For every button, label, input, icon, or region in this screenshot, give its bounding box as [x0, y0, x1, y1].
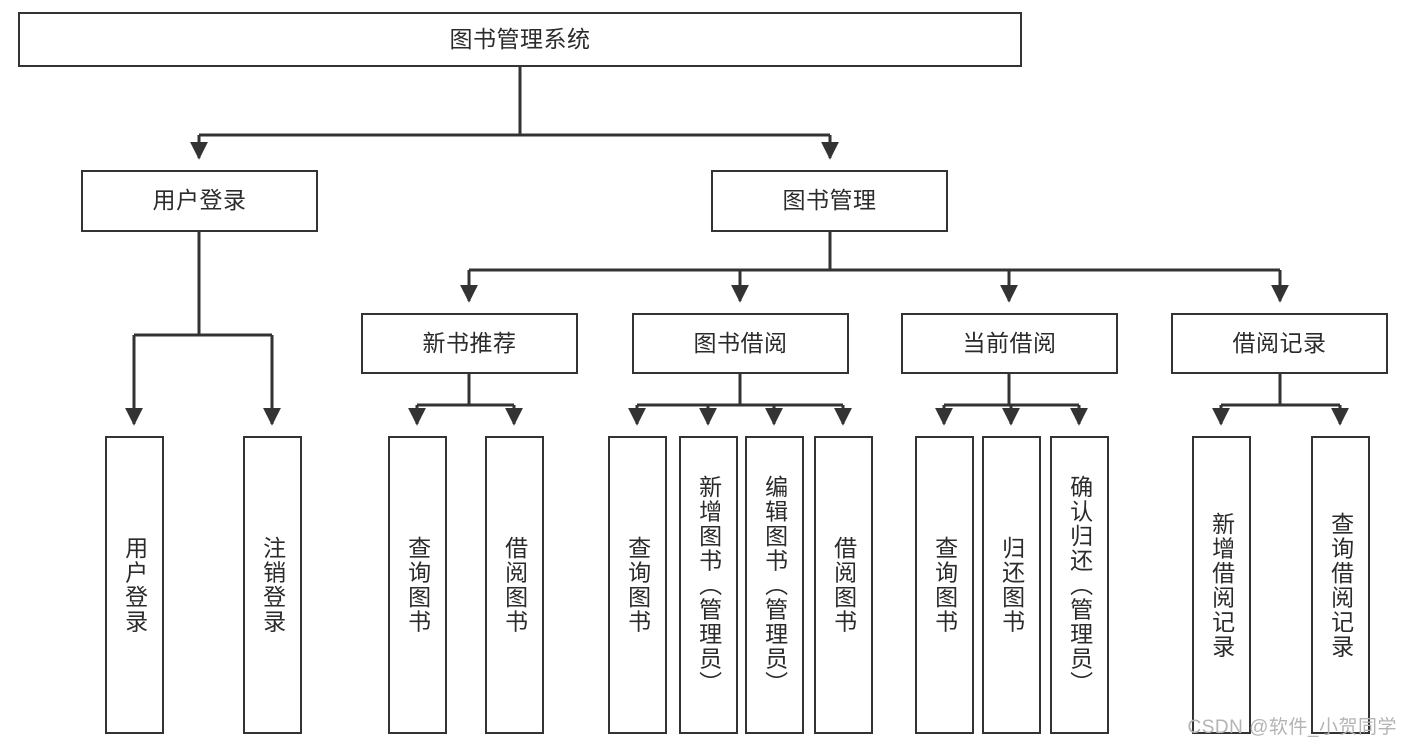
- node-current-borrow-label: 当前借阅: [962, 329, 1057, 356]
- node-leaf-user-login[interactable]: 用户登录: [105, 436, 164, 734]
- node-leaf-confirm-return-label: 确认归还（管理员）: [1066, 474, 1093, 696]
- node-leaf-return-book-label: 归还图书: [998, 536, 1025, 634]
- node-current-borrow[interactable]: 当前借阅: [901, 313, 1118, 374]
- watermark-text: CSDN @软件_小贺同学: [1187, 717, 1397, 738]
- node-new-book-rec-label: 新书推荐: [422, 329, 517, 356]
- node-leaf-borrow-book-2-label: 借阅图书: [830, 536, 857, 634]
- node-leaf-user-login-label: 用户登录: [121, 536, 148, 634]
- node-user-login[interactable]: 用户登录: [81, 170, 318, 232]
- node-leaf-query-record[interactable]: 查询借阅记录: [1311, 436, 1370, 734]
- node-leaf-confirm-return[interactable]: 确认归还（管理员）: [1050, 436, 1109, 734]
- node-leaf-borrow-book-1-label: 借阅图书: [501, 536, 528, 634]
- node-book-borrow-label: 图书借阅: [693, 329, 788, 356]
- node-leaf-add-record-label: 新增借阅记录: [1208, 511, 1235, 659]
- node-leaf-add-book[interactable]: 新增图书（管理员）: [679, 436, 738, 734]
- node-book-manage-label: 图书管理: [782, 187, 877, 214]
- node-new-book-rec[interactable]: 新书推荐: [361, 313, 578, 374]
- node-book-borrow[interactable]: 图书借阅: [632, 313, 849, 374]
- node-leaf-query-book-2[interactable]: 查询图书: [608, 436, 667, 734]
- node-leaf-query-record-label: 查询借阅记录: [1327, 511, 1354, 659]
- node-leaf-edit-book-label: 编辑图书（管理员）: [761, 474, 788, 696]
- node-leaf-query-book-3-label: 查询图书: [931, 536, 958, 634]
- node-root[interactable]: 图书管理系统: [18, 12, 1022, 67]
- node-leaf-logout[interactable]: 注销登录: [243, 436, 302, 734]
- node-leaf-borrow-book-2[interactable]: 借阅图书: [814, 436, 873, 734]
- node-leaf-add-record[interactable]: 新增借阅记录: [1192, 436, 1251, 734]
- node-leaf-query-book-1[interactable]: 查询图书: [388, 436, 447, 734]
- node-leaf-add-book-label: 新增图书（管理员）: [695, 474, 722, 696]
- node-user-login-label: 用户登录: [152, 187, 247, 214]
- node-leaf-logout-label: 注销登录: [259, 536, 286, 634]
- node-root-label: 图书管理系统: [449, 25, 591, 52]
- node-leaf-borrow-book-1[interactable]: 借阅图书: [485, 436, 544, 734]
- node-book-manage[interactable]: 图书管理: [711, 170, 948, 232]
- node-leaf-query-book-1-label: 查询图书: [404, 536, 431, 634]
- node-leaf-edit-book[interactable]: 编辑图书（管理员）: [745, 436, 804, 734]
- node-leaf-query-book-3[interactable]: 查询图书: [915, 436, 974, 734]
- node-borrow-record[interactable]: 借阅记录: [1171, 313, 1388, 374]
- node-borrow-record-label: 借阅记录: [1232, 329, 1327, 356]
- node-leaf-return-book[interactable]: 归还图书: [982, 436, 1041, 734]
- node-leaf-query-book-2-label: 查询图书: [624, 536, 651, 634]
